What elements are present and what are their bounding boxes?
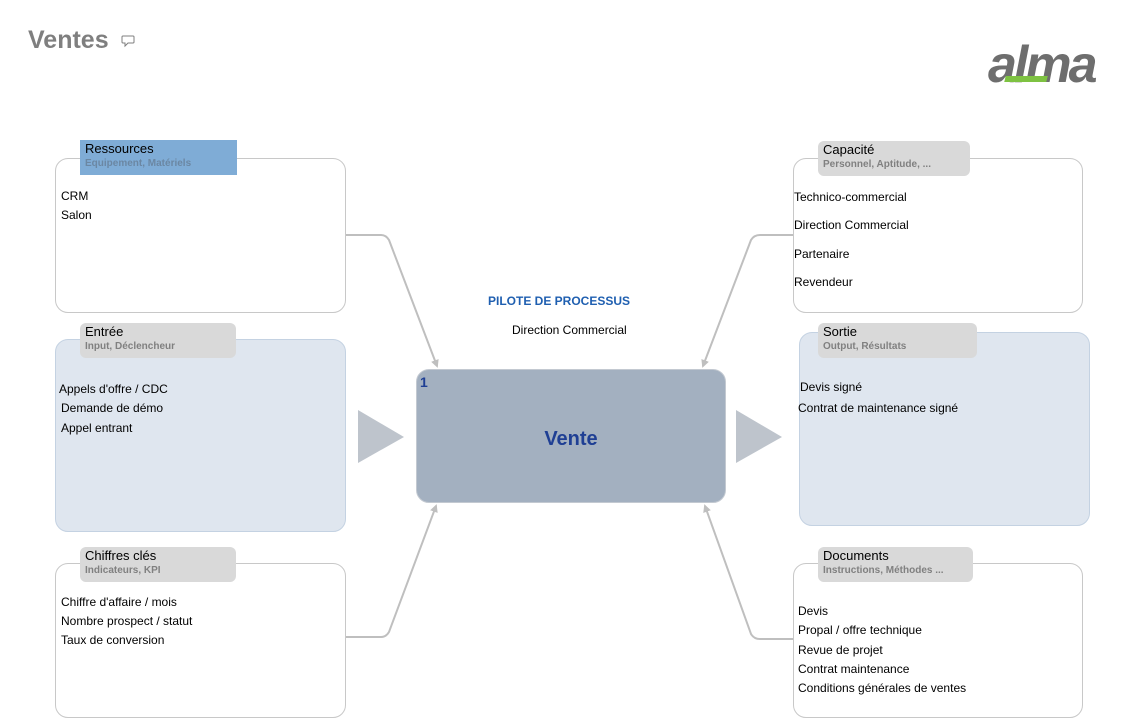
capacite-subtitle: Personnel, Aptitude, ... xyxy=(823,159,931,170)
capacite-title: Capacité xyxy=(823,142,875,157)
chiffres-item: Taux de conversion xyxy=(61,633,165,647)
connector-documents xyxy=(703,504,794,640)
documents-item: Revue de projet xyxy=(798,643,883,657)
process-number: 1 xyxy=(420,374,428,390)
ressources-panel xyxy=(55,158,346,313)
documents-tab[interactable]: Documents Instructions, Méthodes ... xyxy=(818,547,973,582)
documents-title: Documents xyxy=(823,548,889,563)
connector-ressources xyxy=(345,234,439,368)
entree-title: Entrée xyxy=(85,324,124,339)
capacite-item: Technico-commercial xyxy=(794,190,907,204)
chiffres-tab[interactable]: Chiffres clés Indicateurs, KPI xyxy=(80,547,236,582)
process-name: Vente xyxy=(544,428,598,450)
capacite-item: Direction Commercial xyxy=(794,218,909,232)
chiffres-title: Chiffres clés xyxy=(85,548,157,563)
documents-item: Devis xyxy=(798,604,829,618)
chiffres-panel xyxy=(55,563,346,718)
entree-item: Appels d'offre / CDC xyxy=(59,382,168,396)
sortie-title: Sortie xyxy=(823,324,857,339)
documents-item: Contrat maintenance xyxy=(798,662,910,676)
input-flow-arrow xyxy=(358,410,404,463)
documents-item: Propal / offre technique xyxy=(798,623,922,637)
sortie-subtitle: Output, Résultats xyxy=(823,341,907,352)
capacite-item: Revendeur xyxy=(794,275,853,289)
capacite-item: Partenaire xyxy=(794,247,850,261)
pilot-value: Direction Commercial xyxy=(512,323,627,337)
sortie-item: Contrat de maintenance signé xyxy=(798,401,959,415)
entree-tab[interactable]: Entrée Input, Déclencheur xyxy=(80,323,236,358)
sortie-tab[interactable]: Sortie Output, Résultats xyxy=(818,323,977,358)
chiffres-item: Nombre prospect / statut xyxy=(61,614,193,628)
alma-logo: alma xyxy=(988,38,1100,88)
ressources-title: Ressources xyxy=(85,141,154,156)
connector-capacite xyxy=(701,234,794,368)
ressources-tab[interactable]: Ressources Equipement, Matériels xyxy=(80,140,237,175)
documents-panel xyxy=(793,563,1083,718)
logo-accent-bar xyxy=(1004,76,1048,82)
chiffres-subtitle: Indicateurs, KPI xyxy=(85,565,161,576)
documents-item: Conditions générales de ventes xyxy=(798,681,967,695)
process-box[interactable]: 1 Vente xyxy=(416,369,726,503)
ressources-item: Salon xyxy=(61,208,92,222)
ressources-subtitle: Equipement, Matériels xyxy=(85,158,192,169)
page-title: Ventes xyxy=(28,26,109,54)
ressources-item: CRM xyxy=(61,189,89,203)
chiffres-item: Chiffre d'affaire / mois xyxy=(61,595,177,609)
entree-subtitle: Input, Déclencheur xyxy=(85,341,176,352)
documents-subtitle: Instructions, Méthodes ... xyxy=(823,565,944,576)
entree-panel xyxy=(55,339,346,532)
capacite-panel xyxy=(793,158,1083,313)
output-flow-arrow xyxy=(736,410,782,463)
entree-item: Appel entrant xyxy=(61,421,133,435)
sortie-panel xyxy=(799,332,1090,526)
capacite-tab[interactable]: Capacité Personnel, Aptitude, ... xyxy=(818,141,970,176)
entree-item: Demande de démo xyxy=(61,401,164,415)
speech-bubble-icon[interactable] xyxy=(121,35,135,48)
pilot-label: PILOTE DE PROCESSUS xyxy=(488,294,631,308)
sortie-item: Devis signé xyxy=(800,380,863,394)
connector-chiffres xyxy=(345,504,438,638)
